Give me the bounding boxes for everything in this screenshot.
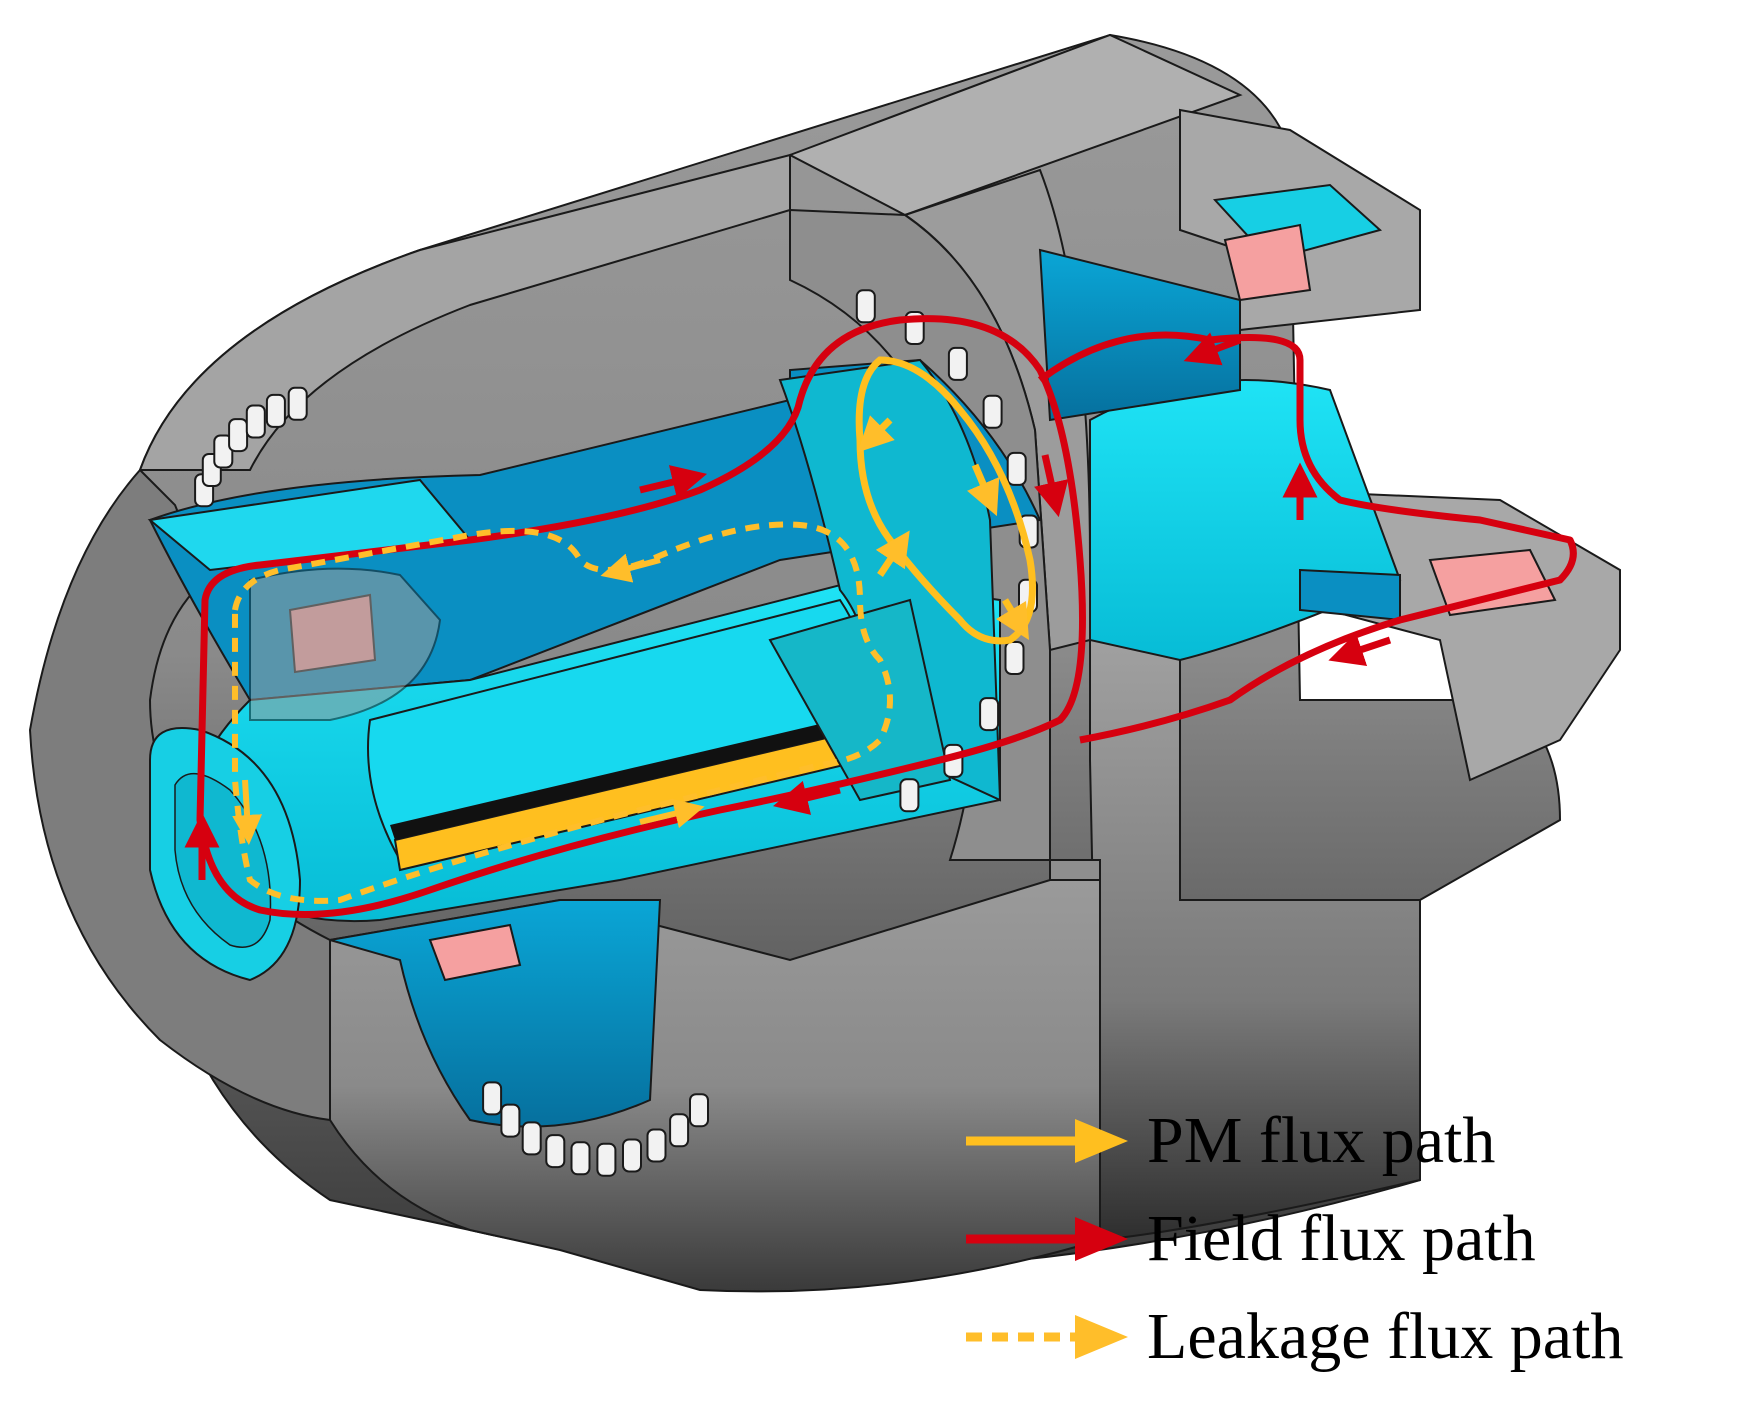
right-extension xyxy=(1038,108,1621,782)
winding-slot xyxy=(1006,451,1027,486)
left-coil-holder xyxy=(249,567,442,721)
winding-slot xyxy=(500,1103,521,1138)
pm-arrow-2 xyxy=(967,463,1000,517)
field-solid-arrow-icon xyxy=(966,1217,1128,1261)
winding-slot xyxy=(228,418,249,453)
lower-field-coil xyxy=(428,923,522,982)
winding-slot xyxy=(689,1093,709,1128)
pm-flux-loop xyxy=(855,356,1036,645)
field-arrow-top xyxy=(639,465,708,500)
winding-slot xyxy=(669,1113,690,1148)
flux-paths xyxy=(184,315,1577,918)
pm-arrow-3 xyxy=(995,598,1030,641)
field-arrow-center xyxy=(1034,454,1069,518)
armature-slots xyxy=(194,289,1039,1177)
winding-slot xyxy=(982,394,1003,429)
winding-slot xyxy=(855,289,876,324)
pm-arrow-4 xyxy=(875,530,910,577)
winding-slot xyxy=(596,1142,617,1177)
winding-slot xyxy=(899,778,920,813)
legend-item-field: Field flux path xyxy=(960,1193,1536,1285)
right-upper-coil xyxy=(1223,223,1312,302)
winding-slot xyxy=(482,1081,503,1116)
legend-label-field: Field flux path xyxy=(1147,1202,1536,1275)
legend-item-pm: PM flux path xyxy=(960,1095,1495,1187)
field-flux-loop xyxy=(196,315,1086,918)
legend-label-leakage: Leakage flux path xyxy=(1147,1300,1624,1373)
field-arrow-bottom xyxy=(772,780,841,815)
winding-slot xyxy=(1004,641,1025,675)
lower-blue-band xyxy=(329,899,662,1128)
leakage-arrow-top xyxy=(600,553,661,583)
winding-slot xyxy=(570,1141,591,1176)
winding-slot xyxy=(545,1134,566,1169)
leakage-flux-loop xyxy=(232,521,893,904)
winding-slot xyxy=(979,697,1000,732)
field-coils xyxy=(249,567,522,982)
leakage-arrow-bottom xyxy=(639,798,705,829)
pm-arrow-1 xyxy=(857,415,895,453)
winding-slot xyxy=(521,1121,542,1156)
winding-slot xyxy=(947,346,968,381)
legend-item-leakage: Leakage flux path xyxy=(960,1291,1623,1383)
winding-slot xyxy=(287,386,308,421)
legend-label-pm: PM flux path xyxy=(1147,1104,1496,1177)
right-lower-coil xyxy=(1428,548,1557,617)
pm-solid-arrow-icon xyxy=(966,1119,1128,1163)
right-bore-cyan xyxy=(1089,379,1402,662)
leakage-arrow-left xyxy=(232,779,263,845)
winding-slot xyxy=(646,1128,667,1163)
ring-top-face xyxy=(787,33,1243,217)
winding-slot xyxy=(245,404,266,439)
leakage-dashed-arrow-icon xyxy=(966,1315,1128,1359)
winding-slot xyxy=(265,393,286,428)
right-blue-small xyxy=(1299,568,1401,622)
field-arrow-right-top xyxy=(1183,332,1242,366)
field-arrow-right-low xyxy=(1328,632,1392,667)
pm-strip-dark xyxy=(390,715,860,840)
winding-slot xyxy=(622,1138,642,1173)
legend: PM flux path Field flux path Leakage flu… xyxy=(960,1095,1750,1395)
